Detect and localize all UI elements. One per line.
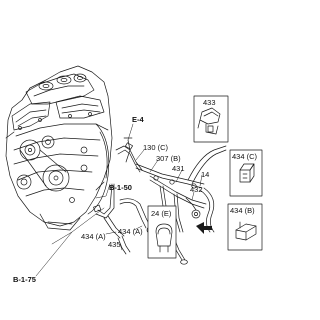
diagram-drawing xyxy=(5,65,263,277)
callout-434a-left: 434 (A) xyxy=(81,232,106,241)
callout-431: 431 xyxy=(172,164,185,173)
callout-432: 432 xyxy=(190,185,203,194)
callout-14: 14 xyxy=(201,170,210,179)
callout-433: 433 xyxy=(203,98,216,107)
ref-code-b175: B-1-75 xyxy=(13,275,36,284)
engine-illustration xyxy=(5,65,113,231)
inset-434c xyxy=(229,149,263,197)
inset-24e xyxy=(147,205,177,259)
ref-code-e4: E-4 xyxy=(132,115,144,124)
callout-130c: 130 (C) xyxy=(143,143,169,152)
callout-24e: 24 (E) xyxy=(151,209,172,218)
inset-433 xyxy=(193,95,229,143)
callout-434a-right: 434 (A) xyxy=(118,227,143,236)
ref-code-b150: B-1-50 xyxy=(109,183,132,192)
callout-434b: 434 (B) xyxy=(230,206,255,215)
callout-307b: 307 (B) xyxy=(156,154,181,163)
callout-435: 435 xyxy=(108,240,121,249)
callout-434c: 434 (C) xyxy=(232,152,258,161)
parts-diagram: 433 434 (C) E-4 130 (C) 307 (B) 431 14 4… xyxy=(5,65,263,284)
leader-lines xyxy=(35,123,203,277)
inset-434b xyxy=(227,203,263,251)
